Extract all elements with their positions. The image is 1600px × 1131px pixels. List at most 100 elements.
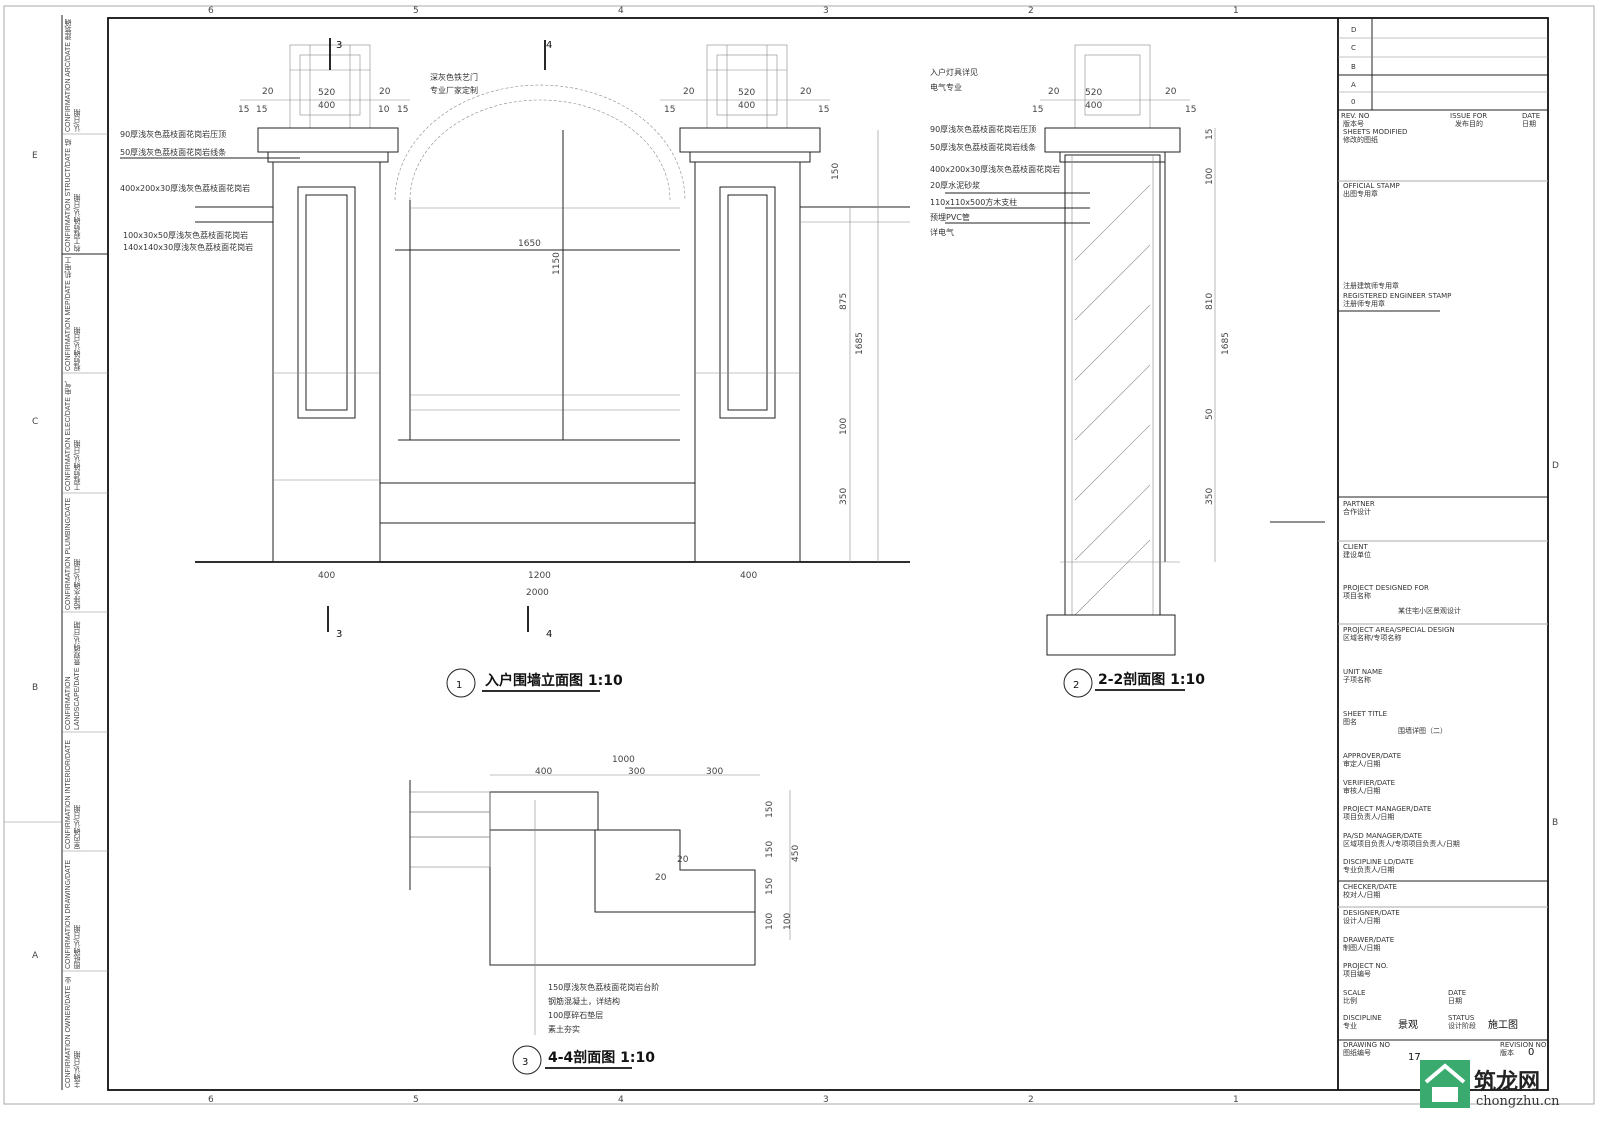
dimension: 400 <box>738 101 755 111</box>
right-pillar <box>679 44 821 563</box>
svg-text:PROJECT AREA/SPECIAL DESIGN: PROJECT AREA/SPECIAL DESIGN <box>1343 626 1455 634</box>
dimension: 300 <box>628 767 645 777</box>
annotation: 140x140x30厚浅灰色荔枝面花岗岩 <box>123 242 253 252</box>
svg-text:设计人/日期: 设计人/日期 <box>1343 916 1380 925</box>
confirmation-cell: CONFIRMATION ELEC/DATE 电气工程师确认/日期 <box>65 381 81 491</box>
dimension: 400 <box>1085 101 1102 111</box>
annotation: 400x200x30厚浅灰色荔枝面花岗岩 <box>120 183 250 193</box>
svg-text:区域名称/专项名称: 区域名称/专项名称 <box>1343 633 1401 642</box>
grid-label: 4 <box>618 6 624 16</box>
svg-text:DISCIPLINE: DISCIPLINE <box>1343 1014 1382 1022</box>
svg-text:SHEET TITLE: SHEET TITLE <box>1343 710 1387 718</box>
svg-text:CHECKER/DATE: CHECKER/DATE <box>1343 883 1397 891</box>
annotation: 专业厂家定制 <box>430 85 478 95</box>
svg-text:DISCIPLINE LD/DATE: DISCIPLINE LD/DATE <box>1343 858 1414 866</box>
grid-label: C <box>32 417 38 427</box>
dimension: 15 <box>256 105 267 115</box>
grid-label: 5 <box>413 6 419 16</box>
grid-label: 3 <box>823 6 829 16</box>
dimension: 15 <box>1205 129 1215 140</box>
dimension: 150 <box>765 801 775 818</box>
annotation: 20厚水泥砂浆 <box>930 180 980 190</box>
revision-mark: D <box>1351 26 1356 34</box>
svg-text:校对人/日期: 校对人/日期 <box>1343 890 1380 899</box>
revision-mark: 0 <box>1351 98 1355 106</box>
grid-label: 3 <box>823 1095 829 1105</box>
annotation: 入户灯具详见 <box>930 67 978 77</box>
dimension: 20 <box>1165 87 1177 97</box>
svg-text:PARTNER: PARTNER <box>1343 500 1375 508</box>
dimension: 20 <box>379 87 391 97</box>
svg-text:ISSUE FOR: ISSUE FOR <box>1450 112 1487 120</box>
section-2-2-drawing: 520 400 20 15 20 15 810 1685 50 350 15 1… <box>930 44 1325 698</box>
drawing-number: 1 <box>456 680 462 691</box>
grid-labels: 6 5 4 3 2 1 6 5 4 3 2 1 E C B A D B <box>32 6 1559 1105</box>
svg-text:日期: 日期 <box>1522 120 1536 128</box>
annotation: 详电气 <box>930 227 954 237</box>
section-mark: 4 <box>546 40 552 51</box>
confirmation-cell: CONFIRMATION STRUCT/DATE 结构工程师确认/日期 <box>65 139 81 252</box>
dimension: 400 <box>740 571 757 581</box>
svg-text:项目负责人/日期: 项目负责人/日期 <box>1343 812 1394 821</box>
svg-text:版本: 版本 <box>1500 1048 1514 1057</box>
dimension: 2000 <box>526 588 549 598</box>
svg-text:施工图: 施工图 <box>1488 1018 1518 1031</box>
drawing-title: 2-2剖面图 1:10 <box>1098 671 1205 688</box>
svg-text:DRAWING NO: DRAWING NO <box>1343 1041 1390 1049</box>
dimension: 1685 <box>855 332 865 355</box>
elevation-drawing: 3 4 3 4 90厚浅灰色荔枝面花岗岩压顶 50厚浅灰色荔枝面花岗岩线条 40… <box>120 38 910 698</box>
dimension: 20 <box>677 855 689 865</box>
revision-mark: A <box>1351 81 1356 89</box>
grid-label: 6 <box>208 6 214 16</box>
svg-text:APPROVER/DATE: APPROVER/DATE <box>1343 752 1401 760</box>
dimension: 520 <box>318 88 335 98</box>
dimension: 100 <box>839 418 849 435</box>
section-mark: 4 <box>546 629 552 640</box>
svg-text:VERIFIER/DATE: VERIFIER/DATE <box>1343 779 1395 787</box>
svg-text:筑龙网: 筑龙网 <box>1474 1069 1540 1095</box>
left-pillar <box>257 44 399 563</box>
iron-gate <box>380 40 695 524</box>
svg-text:PA/SD MANAGER/DATE: PA/SD MANAGER/DATE <box>1343 832 1422 840</box>
section-4-4-drawing: 1000 400 300 300 150 150 150 100 100 450… <box>409 755 801 1075</box>
svg-text:比例: 比例 <box>1343 996 1357 1005</box>
confirmation-cell: CONFIRMATION MEP/DATE 机电工程师确认/日期 <box>65 257 81 371</box>
grid-label: 6 <box>208 1095 214 1105</box>
dimension: 450 <box>791 845 801 862</box>
drawing-number: 3 <box>522 1057 528 1068</box>
revision-mark: B <box>1351 63 1356 71</box>
title-block: D C B A 0 REV. NO 版本号 ISSUE FOR 发布目的 DAT… <box>1338 18 1548 1063</box>
annotation: 90厚浅灰色荔枝面花岗岩压顶 <box>120 129 226 139</box>
dimension: 20 <box>1048 87 1060 97</box>
grid-label: A <box>32 951 39 961</box>
drawing-title: 4-4剖面图 1:10 <box>548 1049 655 1066</box>
annotation: 90厚浅灰色荔枝面花岗岩压顶 <box>930 124 1036 134</box>
grid-label: 1 <box>1233 6 1239 16</box>
annotation: 100x30x50厚浅灰色荔枝面花岗岩 <box>123 230 248 240</box>
svg-text:REV. NO: REV. NO <box>1341 112 1370 120</box>
confirmation-cell: CONFIRMATION LANDSCAPE/DATE 景观确认/日期 <box>65 621 81 730</box>
dimension: 1650 <box>518 239 541 249</box>
confirmation-cell: CONFIRMATION INTERIOR/DATE 室内确认/日期 <box>65 739 81 849</box>
dimension: 15 <box>664 105 675 115</box>
grid-label: D <box>1552 461 1559 471</box>
revision-mark: C <box>1351 44 1356 52</box>
sheet-frame <box>107 17 1549 1091</box>
svg-text:0: 0 <box>1528 1047 1534 1058</box>
svg-text:DATE: DATE <box>1448 989 1466 997</box>
svg-text:项目编号: 项目编号 <box>1343 969 1371 978</box>
annotation: 50厚浅灰色荔枝面花岗岩线条 <box>930 142 1036 152</box>
svg-text:审定人/日期: 审定人/日期 <box>1343 759 1380 768</box>
svg-text:REVISION NO: REVISION NO <box>1500 1041 1547 1049</box>
annotation: 100厚碎石垫层 <box>548 1010 603 1020</box>
dimension: 520 <box>1085 88 1102 98</box>
annotation: 深灰色铁艺门 <box>430 72 478 82</box>
svg-text:制图人/日期: 制图人/日期 <box>1343 943 1380 952</box>
grid-label: 4 <box>618 1095 624 1105</box>
dimension: 20 <box>262 87 274 97</box>
svg-text:PROJECT DESIGNED FOR: PROJECT DESIGNED FOR <box>1343 584 1429 592</box>
svg-text:出图专用章: 出图专用章 <box>1343 189 1378 198</box>
dimension: 10 <box>378 105 390 115</box>
annotation: 预埋PVC管 <box>930 212 970 222</box>
drawing-number: 2 <box>1073 680 1079 691</box>
